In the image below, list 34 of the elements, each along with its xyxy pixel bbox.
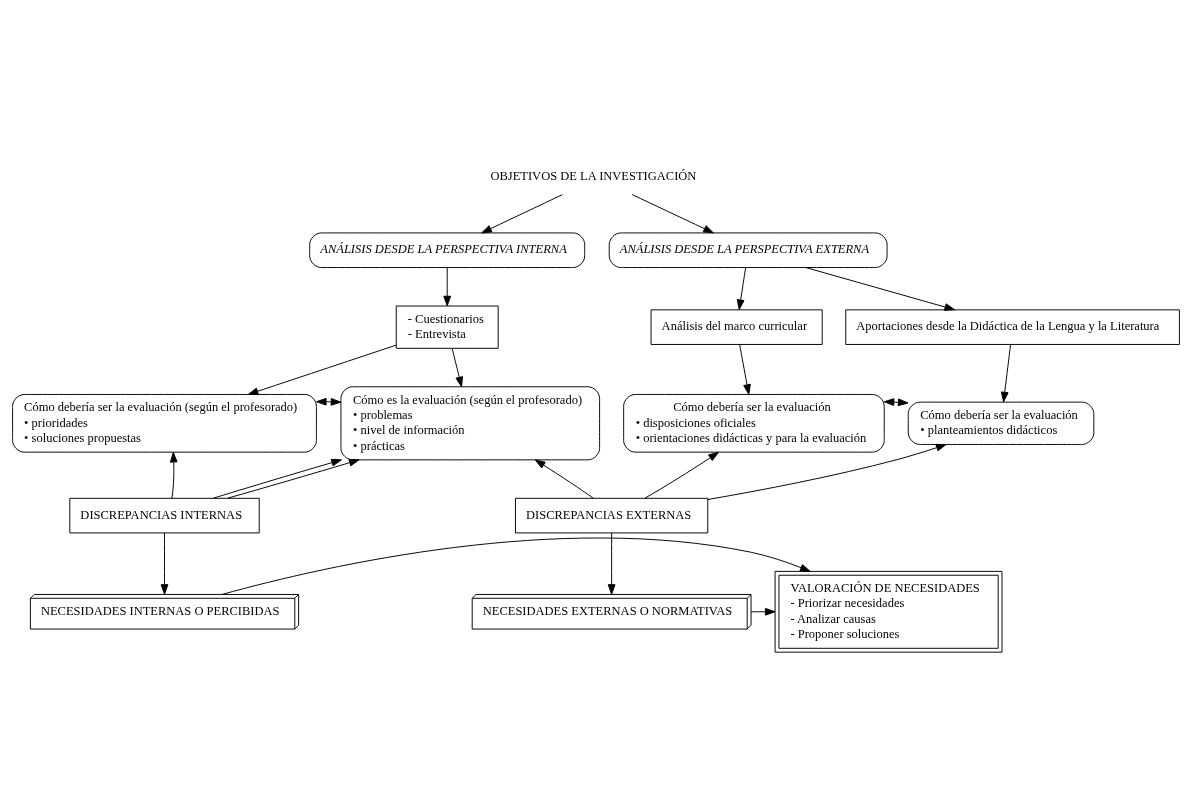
arrow [739, 344, 751, 395]
node-box: DISCREPANCIAS INTERNAS [69, 497, 260, 534]
arrow [481, 194, 563, 234]
arrow [169, 451, 178, 499]
node-box: ANÁLISIS DESDE LA PERSPECTIVA INTERNA [309, 232, 586, 269]
arrow [1000, 344, 1012, 403]
arrow [212, 458, 342, 499]
arrow [750, 607, 776, 616]
arrow [707, 443, 947, 500]
node-box: Cómo debería ser la evaluación (según el profesorado) • prioridades • soluciones propuestas [12, 393, 317, 453]
node-box: VALORACIÓN DE NECESIDADES - Priorizar necesidades - Analizar causas - Proponer soluciones [774, 570, 1003, 653]
arrow [736, 267, 747, 311]
node-box: Cómo debería ser la evaluación • planteamientos didácticos [907, 401, 1095, 445]
arrow [227, 458, 360, 499]
arrow [534, 459, 594, 499]
arrow [160, 532, 169, 595]
node-text: OBJETIVOS DE LA INVESTIGACIÓN [490, 169, 697, 184]
node-box: ANÁLISIS DESDE LA PERSPECTIVA EXTERNA [608, 232, 888, 269]
arrow [451, 348, 464, 388]
arrow [607, 532, 616, 595]
node-box: Aportaciones desde la Didáctica de la Lengua y la Literatura [845, 309, 1180, 345]
arrow [644, 451, 719, 499]
node-box: Cómo debería ser la evaluación • disposiciones oficiales • orientaciones didácticas y para la evaluación [623, 393, 885, 453]
node-box: - Cuestionarios - Entrevista [395, 305, 499, 349]
arrow [247, 344, 397, 396]
node-box: Cómo es la evaluación (según el profesorado) • problemas • nivel de información • prácticas [340, 386, 601, 461]
arrow [221, 537, 811, 595]
node-box: DISCREPANCIAS EXTERNAS [515, 497, 709, 534]
node-box: Análisis del marco curricular [650, 309, 823, 345]
arrow [443, 267, 452, 307]
arrow [316, 397, 342, 406]
arrow [631, 194, 714, 234]
arrow [883, 398, 909, 407]
arrow [805, 267, 956, 311]
